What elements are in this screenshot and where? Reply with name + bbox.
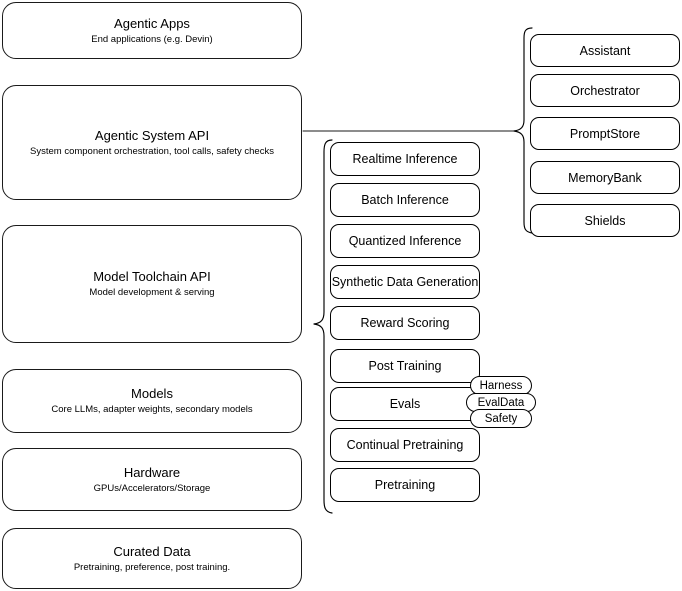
component-label: Continual Pretraining	[346, 438, 464, 452]
system-component-memorybank[interactable]: MemoryBank	[530, 161, 680, 194]
component-batch-inference[interactable]: Batch Inference	[330, 183, 480, 217]
layer-title: Model Toolchain API	[93, 269, 211, 284]
component-quantized-inference[interactable]: Quantized Inference	[330, 224, 480, 258]
badge-evaldata[interactable]: EvalData	[466, 393, 536, 412]
layer-subtitle: Core LLMs, adapter weights, secondary mo…	[51, 404, 253, 415]
component-label: Realtime Inference	[352, 152, 458, 166]
system-component-promptstore[interactable]: PromptStore	[530, 117, 680, 150]
system-component-assistant[interactable]: Assistant	[530, 34, 680, 67]
component-label: Reward Scoring	[360, 316, 450, 330]
layer-title: Agentic Apps	[114, 15, 190, 31]
layer-subtitle: Model development & serving	[89, 287, 215, 298]
layer-models[interactable]: Models Core LLMs, adapter weights, secon…	[2, 369, 302, 433]
layer-subtitle: End applications (e.g. Devin)	[91, 33, 213, 45]
badge-label: Harness	[479, 379, 523, 392]
component-post-training[interactable]: Post Training	[330, 349, 480, 383]
component-evals[interactable]: Evals	[330, 387, 480, 421]
component-label: Batch Inference	[361, 193, 449, 207]
layer-hardware[interactable]: Hardware GPUs/Accelerators/Storage	[2, 448, 302, 511]
layer-model-toolchain-api[interactable]: Model Toolchain API Model development & …	[2, 225, 302, 343]
component-label: Post Training	[368, 359, 442, 373]
system-component-label: PromptStore	[569, 126, 641, 141]
system-component-label: MemoryBank	[568, 170, 642, 185]
layer-title: Agentic System API	[94, 127, 210, 143]
system-component-shields[interactable]: Shields	[530, 204, 680, 237]
component-continual-pretraining[interactable]: Continual Pretraining	[330, 428, 480, 462]
system-component-orchestrator[interactable]: Orchestrator	[530, 74, 680, 107]
component-label: Pretraining	[374, 478, 436, 492]
component-realtime-inference[interactable]: Realtime Inference	[330, 142, 480, 176]
component-pretraining[interactable]: Pretraining	[330, 468, 480, 502]
layer-title: Models	[131, 386, 173, 401]
badge-label: EvalData	[477, 396, 525, 409]
component-label: Evals	[389, 397, 421, 411]
component-synthetic-data-generation[interactable]: Synthetic Data Generation	[330, 265, 480, 299]
layer-title: Curated Data	[113, 543, 191, 559]
component-label: Quantized Inference	[348, 234, 462, 248]
layer-subtitle: GPUs/Accelerators/Storage	[93, 482, 211, 494]
layer-agentic-apps[interactable]: Agentic Apps End applications (e.g. Devi…	[2, 2, 302, 59]
connector-line-system-api	[302, 120, 523, 140]
badge-safety[interactable]: Safety	[470, 409, 532, 428]
component-reward-scoring[interactable]: Reward Scoring	[330, 306, 480, 340]
layer-curated-data[interactable]: Curated Data Pretraining, preference, po…	[2, 528, 302, 589]
layer-title: Hardware	[123, 464, 181, 480]
system-component-label: Assistant	[579, 43, 631, 58]
badge-label: Safety	[484, 412, 518, 425]
layer-subtitle: Pretraining, preference, post training.	[73, 561, 231, 573]
system-component-label: Shields	[584, 213, 626, 228]
layer-subtitle: System component orchestration, tool cal…	[30, 145, 274, 157]
badge-harness[interactable]: Harness	[470, 376, 532, 395]
system-component-label: Orchestrator	[570, 83, 640, 98]
layer-agentic-system-api[interactable]: Agentic System API System component orch…	[2, 85, 302, 200]
component-label: Synthetic Data Generation	[331, 275, 479, 289]
